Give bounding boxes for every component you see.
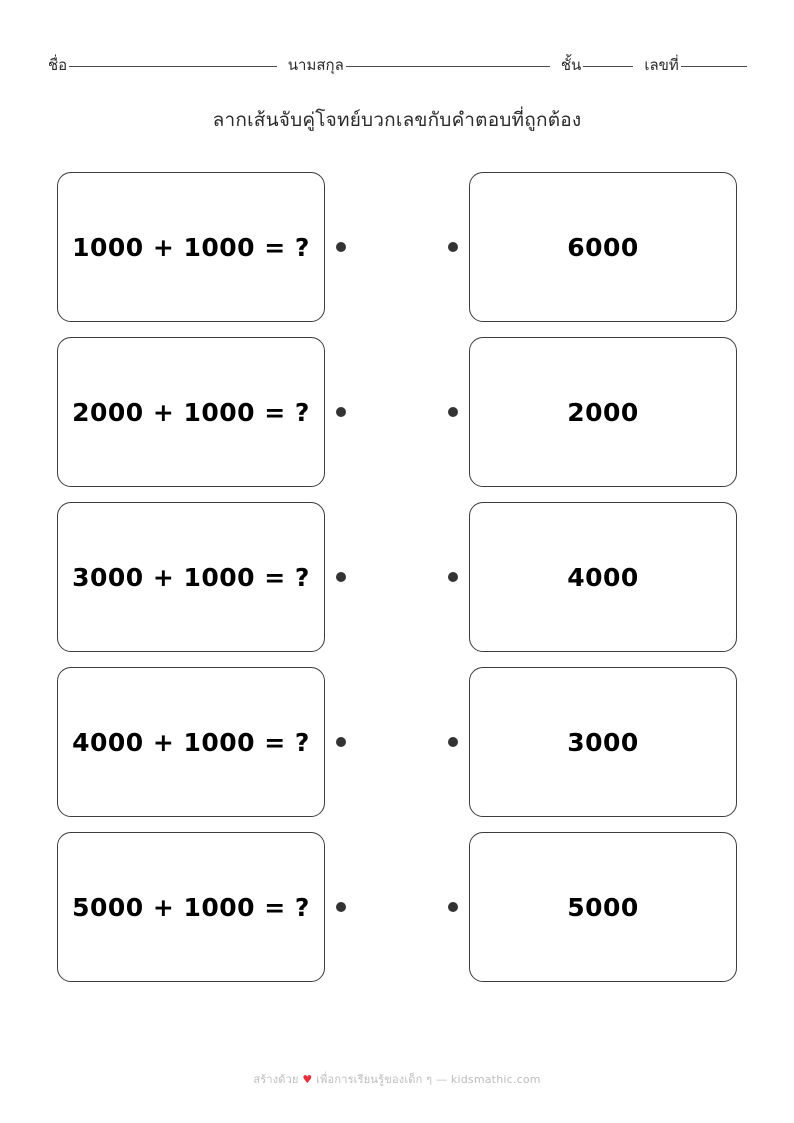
answer-card[interactable]: 3000 bbox=[469, 667, 737, 817]
match-row: 2000 + 1000 = ? 2000 bbox=[57, 337, 737, 487]
footer-text-after: เพื่อการเรียนรู้ของเด็ก ๆ — kidsmathic.c… bbox=[316, 1073, 541, 1086]
number-label: เลขที่ bbox=[644, 56, 679, 74]
footer-credit: สร้างด้วย ♥ เพื่อการเรียนรู้ของเด็ก ๆ — … bbox=[0, 1070, 794, 1088]
surname-blank-line[interactable] bbox=[345, 66, 550, 67]
problem-connector-dot[interactable] bbox=[336, 242, 346, 252]
problem-connector-dot[interactable] bbox=[336, 737, 346, 747]
match-row: 1000 + 1000 = ? 6000 bbox=[57, 172, 737, 322]
name-label: ชื่อ bbox=[48, 56, 68, 74]
problem-text: 2000 + 1000 = ? bbox=[72, 397, 310, 427]
page-title: ลากเส้นจับคู่โจทย์บวกเลขกับคำตอบที่ถูกต้… bbox=[212, 109, 582, 131]
answer-text: 4000 bbox=[567, 562, 639, 592]
answer-text: 5000 bbox=[567, 892, 639, 922]
problem-text: 4000 + 1000 = ? bbox=[72, 727, 310, 757]
class-label: ชั้น bbox=[560, 56, 582, 74]
problem-connector-dot[interactable] bbox=[336, 572, 346, 582]
answer-text: 2000 bbox=[567, 397, 639, 427]
problem-connector-dot[interactable] bbox=[336, 407, 346, 417]
problem-card[interactable]: 2000 + 1000 = ? bbox=[57, 337, 325, 487]
problem-text: 1000 + 1000 = ? bbox=[72, 232, 310, 262]
problem-connector-dot[interactable] bbox=[336, 902, 346, 912]
answer-card[interactable]: 5000 bbox=[469, 832, 737, 982]
answer-text: 6000 bbox=[567, 232, 639, 262]
student-info-row: ชื่อ นามสกุล ชั้น เลขที่ bbox=[48, 58, 749, 86]
number-blank-line[interactable] bbox=[680, 66, 748, 67]
problem-card[interactable]: 4000 + 1000 = ? bbox=[57, 667, 325, 817]
problem-text: 5000 + 1000 = ? bbox=[72, 892, 310, 922]
problem-text: 3000 + 1000 = ? bbox=[72, 562, 310, 592]
problem-card[interactable]: 3000 + 1000 = ? bbox=[57, 502, 325, 652]
answer-connector-dot[interactable] bbox=[448, 737, 458, 747]
name-blank-line[interactable] bbox=[69, 66, 277, 67]
answer-card[interactable]: 4000 bbox=[469, 502, 737, 652]
heart-icon: ♥ bbox=[302, 1073, 313, 1086]
match-row: 3000 + 1000 = ? 4000 bbox=[57, 502, 737, 652]
answer-connector-dot[interactable] bbox=[448, 902, 458, 912]
answer-card[interactable]: 6000 bbox=[469, 172, 737, 322]
footer-text-before: สร้างด้วย bbox=[253, 1073, 299, 1086]
problem-card[interactable]: 1000 + 1000 = ? bbox=[57, 172, 325, 322]
class-blank-line[interactable] bbox=[583, 66, 634, 67]
match-row: 5000 + 1000 = ? 5000 bbox=[57, 832, 737, 982]
problem-card[interactable]: 5000 + 1000 = ? bbox=[57, 832, 325, 982]
surname-label: นามสกุล bbox=[287, 56, 344, 74]
matching-exercise: 1000 + 1000 = ? 6000 2000 + 1000 = ? 200… bbox=[57, 172, 737, 982]
answer-connector-dot[interactable] bbox=[448, 572, 458, 582]
answer-connector-dot[interactable] bbox=[448, 407, 458, 417]
answer-text: 3000 bbox=[567, 727, 639, 757]
match-row: 4000 + 1000 = ? 3000 bbox=[57, 667, 737, 817]
answer-connector-dot[interactable] bbox=[448, 242, 458, 252]
answer-card[interactable]: 2000 bbox=[469, 337, 737, 487]
